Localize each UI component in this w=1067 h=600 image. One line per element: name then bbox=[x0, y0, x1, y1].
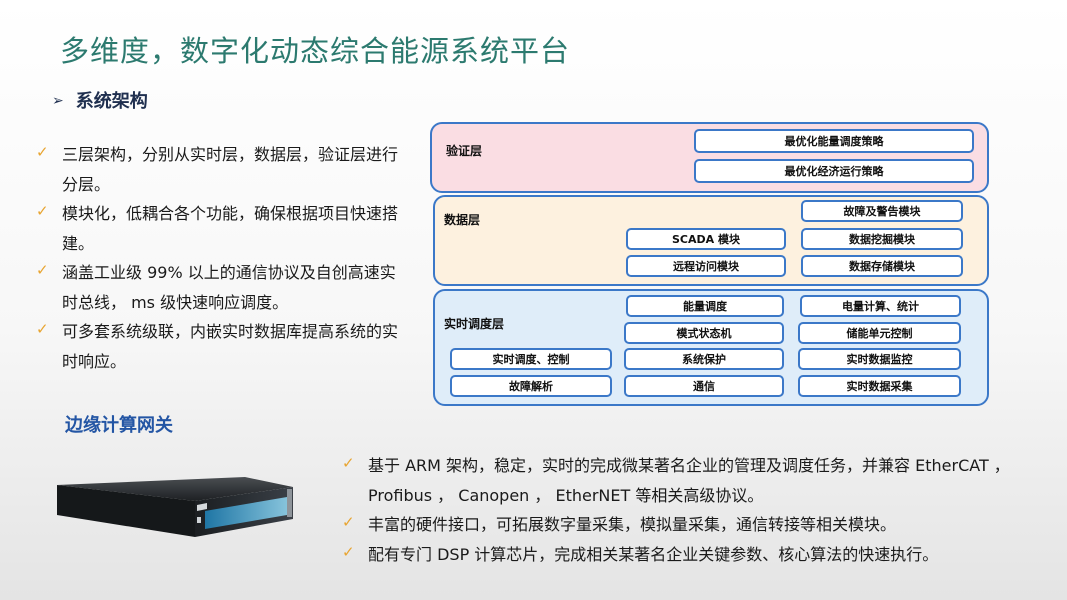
module-box: 通信 bbox=[624, 375, 784, 397]
gateway-device-image bbox=[55, 475, 295, 545]
arrow-bullet-icon: ➢ bbox=[52, 93, 64, 109]
realtime-layer-panel: 实时调度层 能量调度 电量计算、统计 模式状态机 储能单元控制 实时调度、控制 … bbox=[433, 289, 989, 406]
module-box: 能量调度 bbox=[626, 295, 784, 317]
section-heading-edge-gateway: 边缘计算网关 bbox=[65, 411, 173, 437]
list-item: ✓基于 ARM 架构，稳定，实时的完成微某著名企业的管理及调度任务，并兼容 Et… bbox=[342, 451, 1042, 510]
module-box: 故障及警告模块 bbox=[801, 200, 963, 222]
module-box: 实时调度、控制 bbox=[450, 348, 612, 370]
module-box: 实时数据监控 bbox=[798, 348, 961, 370]
module-box: 远程访问模块 bbox=[626, 255, 786, 277]
page-title: 多维度，数字化动态综合能源系统平台 bbox=[60, 28, 570, 70]
checkmark-icon: ✓ bbox=[36, 315, 49, 345]
module-box: 数据挖掘模块 bbox=[801, 228, 963, 250]
feature-list: ✓三层架构，分别从实时层，数据层，验证层进行分层。 ✓模块化，低耦合各个功能，确… bbox=[36, 140, 406, 376]
list-item: ✓模块化，低耦合各个功能，确保根据项目快速搭建。 bbox=[36, 199, 406, 258]
checkmark-icon: ✓ bbox=[342, 538, 355, 568]
layer-label: 实时调度层 bbox=[444, 315, 504, 332]
verify-layer-panel: 验证层 最优化能量调度策略 最优化经济运行策略 bbox=[430, 122, 989, 193]
section-heading-architecture: ➢ 系统架构 bbox=[52, 87, 148, 113]
module-box: 电量计算、统计 bbox=[800, 295, 961, 317]
module-box: 系统保护 bbox=[624, 348, 784, 370]
layer-label: 验证层 bbox=[446, 142, 482, 159]
list-item: ✓配有专门 DSP 计算芯片，完成相关某著名企业关键参数、核心算法的快速执行。 bbox=[342, 540, 1042, 570]
checkmark-icon: ✓ bbox=[342, 508, 355, 538]
module-box: 最优化经济运行策略 bbox=[694, 159, 974, 183]
list-item: ✓丰富的硬件接口，可拓展数字量采集，模拟量采集，通信转接等相关模块。 bbox=[342, 510, 1042, 540]
module-box: 储能单元控制 bbox=[798, 322, 961, 344]
gateway-feature-list: ✓基于 ARM 架构，稳定，实时的完成微某著名企业的管理及调度任务，并兼容 Et… bbox=[342, 451, 1042, 569]
list-item: ✓可多套系统级联，内嵌实时数据库提高系统的实时响应。 bbox=[36, 317, 406, 376]
checkmark-icon: ✓ bbox=[342, 449, 355, 479]
checkmark-icon: ✓ bbox=[36, 138, 49, 168]
module-box: 数据存储模块 bbox=[801, 255, 963, 277]
list-item: ✓三层架构，分别从实时层，数据层，验证层进行分层。 bbox=[36, 140, 406, 199]
module-box: 模式状态机 bbox=[624, 322, 784, 344]
module-box: 最优化能量调度策略 bbox=[694, 129, 974, 153]
data-layer-panel: 数据层 故障及警告模块 SCADA 模块 数据挖掘模块 远程访问模块 数据存储模… bbox=[433, 195, 989, 286]
module-box: 实时数据采集 bbox=[798, 375, 961, 397]
section-heading-label: 系统架构 bbox=[76, 91, 148, 112]
list-item: ✓涵盖工业级 99% 以上的通信协议及自创高速实时总线， ms 级快速响应调度。 bbox=[36, 258, 406, 317]
module-box: SCADA 模块 bbox=[626, 228, 786, 250]
checkmark-icon: ✓ bbox=[36, 197, 49, 227]
checkmark-icon: ✓ bbox=[36, 256, 49, 286]
layer-label: 数据层 bbox=[444, 211, 480, 228]
module-box: 故障解析 bbox=[450, 375, 612, 397]
